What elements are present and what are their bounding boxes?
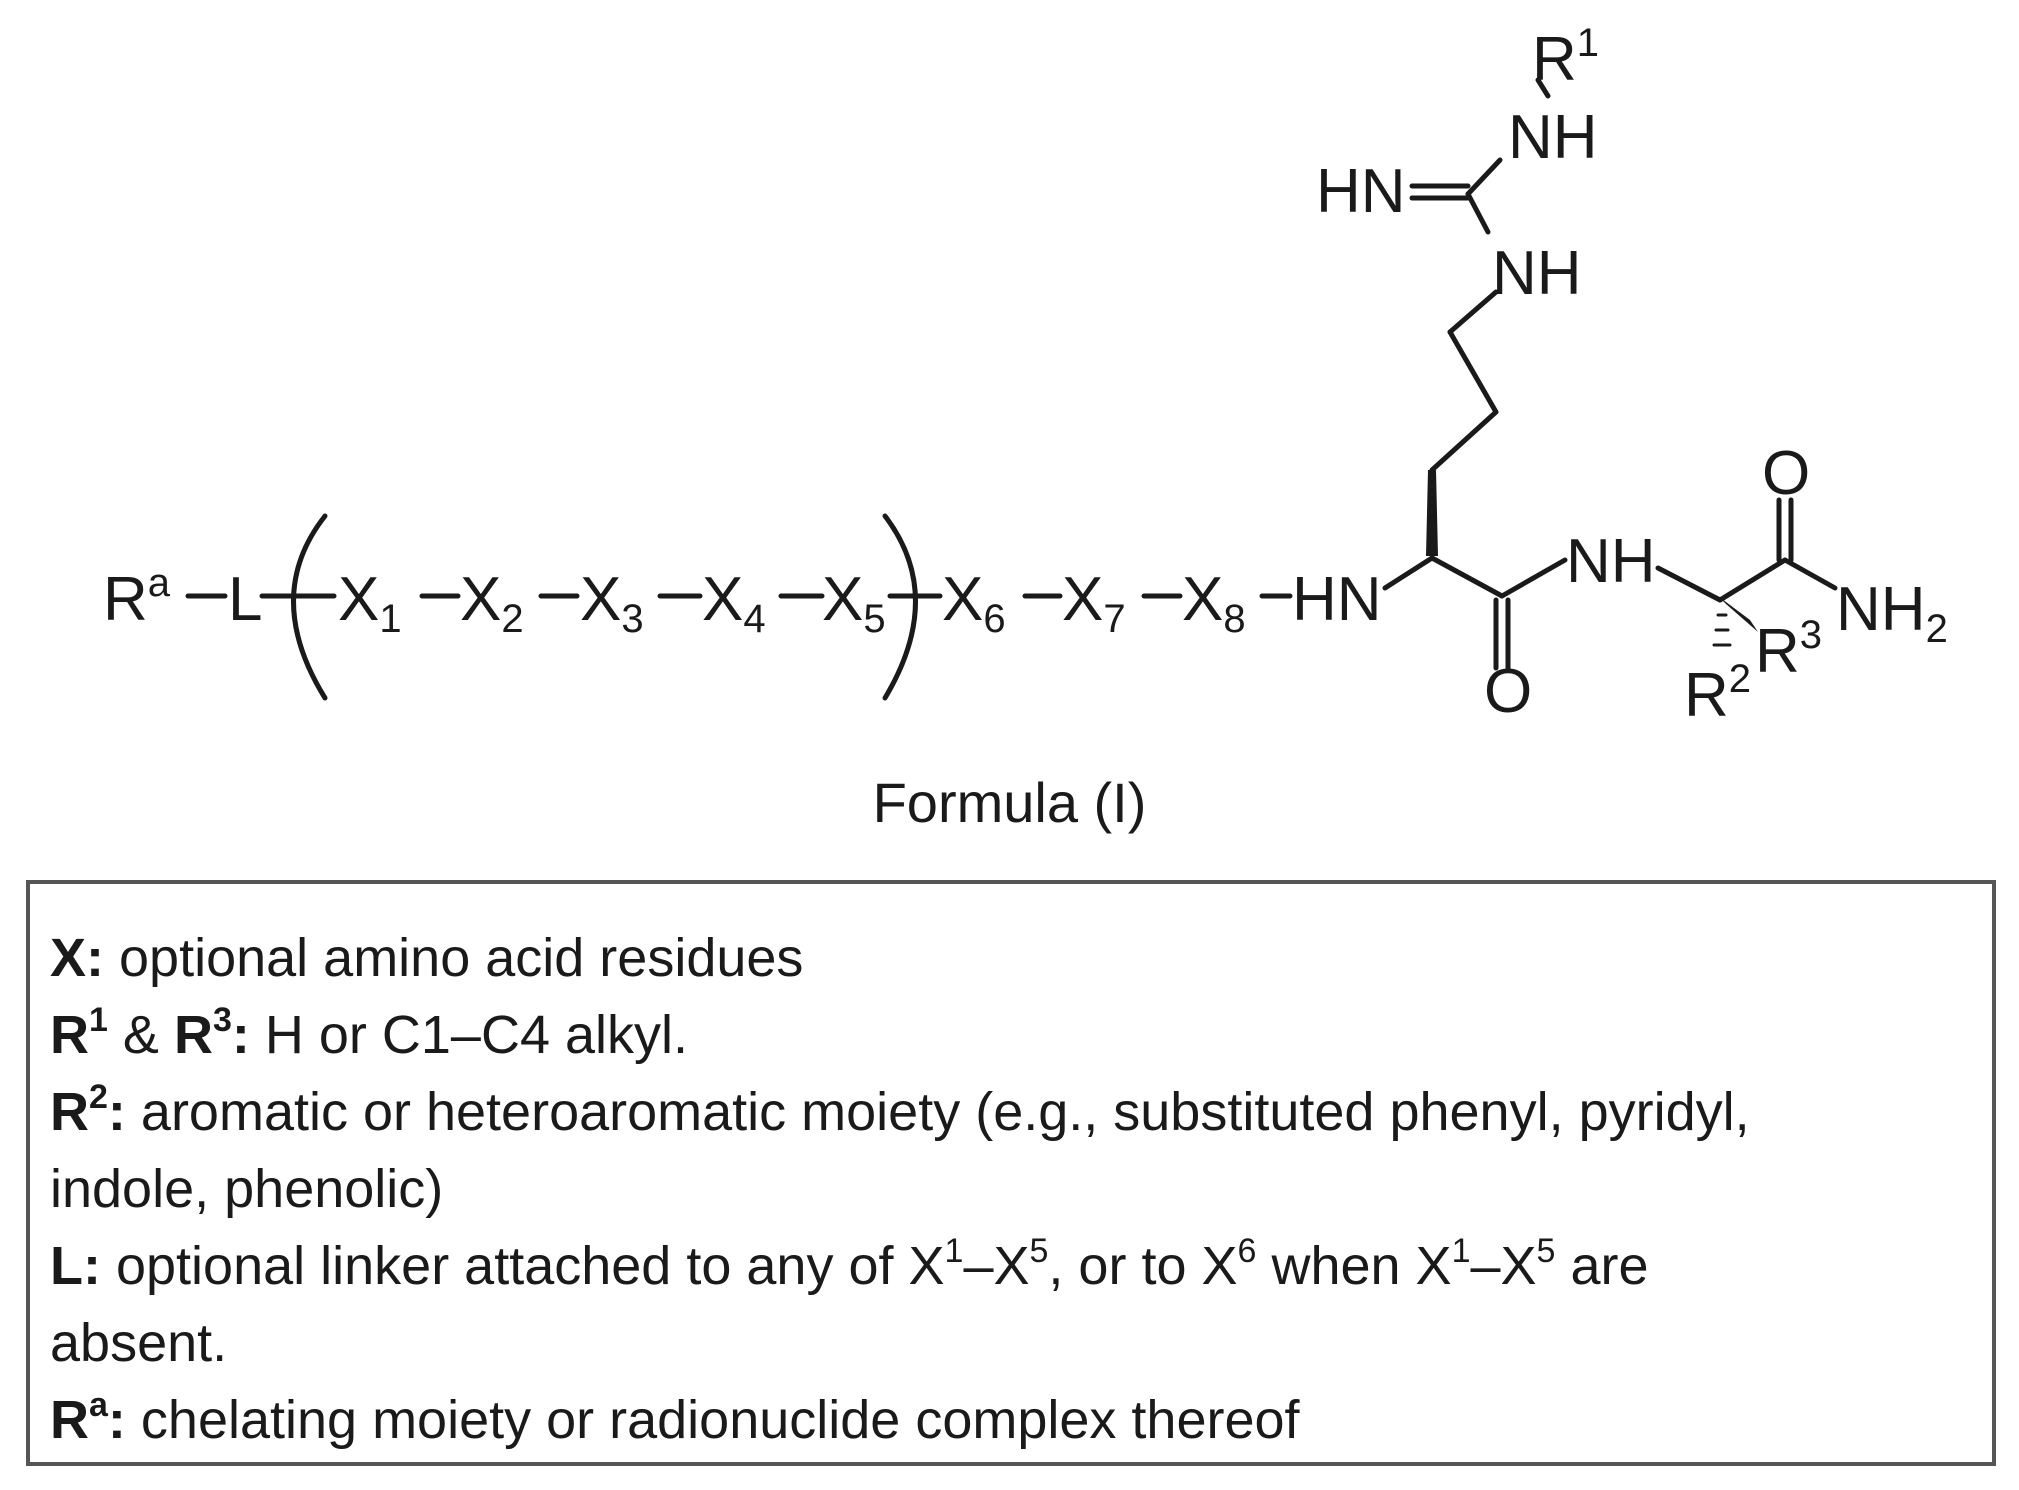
x1-label: X1 xyxy=(338,565,402,641)
o-upper-label: O xyxy=(1762,439,1810,508)
legend-row-r1-r3: R1 & R3: H or C1–C4 alkyl. xyxy=(50,1001,689,1065)
x5-label: X5 xyxy=(822,565,886,641)
x3-label: X3 xyxy=(580,565,644,641)
hn-chain-label: HN xyxy=(1292,565,1382,634)
x7-label: X7 xyxy=(1062,565,1126,641)
right-bracket xyxy=(882,513,918,701)
side-chain-bonds xyxy=(1409,77,1551,473)
wedge-bond-r3 xyxy=(1718,596,1758,632)
nh-amide-label: NH xyxy=(1566,527,1656,596)
hash-bond-r2 xyxy=(1712,613,1732,647)
legend-row-l: L: optional linker attached to any of X1… xyxy=(50,1232,1649,1296)
x6-label: X6 xyxy=(942,565,1006,641)
hn-guanidine-label: HN xyxy=(1316,157,1406,226)
nh2-label: NH2 xyxy=(1836,575,1948,651)
legend-box: X: optional amino acid residues R1 & R3:… xyxy=(26,880,1996,1466)
legend-row-r2-cont: indole, phenolic) xyxy=(50,1159,444,1219)
formula-caption: Formula (I) xyxy=(872,771,1147,834)
wedge-bond-side-chain xyxy=(1426,470,1438,556)
x8-label: X8 xyxy=(1182,565,1246,641)
x2-label: X2 xyxy=(460,565,524,641)
r1-label: R1 xyxy=(1532,21,1599,94)
nh-guanidine-lower-label: NH xyxy=(1492,239,1582,308)
legend-row-r2: R2: aromatic or heteroaromatic moiety (e… xyxy=(50,1078,1750,1142)
legend-row-ra: Ra: chelating moiety or radionuclide com… xyxy=(50,1386,1300,1450)
backbone-bonds xyxy=(1382,497,1838,671)
legend-row-l-cont: absent. xyxy=(50,1313,228,1373)
r2-label: R2 xyxy=(1684,657,1751,730)
left-bracket xyxy=(291,513,328,701)
legend-row-x: X: optional amino acid residues xyxy=(50,928,804,988)
l-label: L xyxy=(228,565,262,634)
nh-guanidine-upper-label: NH xyxy=(1508,103,1598,172)
o-lower-label: O xyxy=(1484,657,1532,726)
chemical-structure: Ra L X1 X2 X3 X4 X5 X6 X7 X8 HN NH O O N… xyxy=(103,21,1948,730)
ra-label: Ra xyxy=(103,561,171,634)
x4-label: X4 xyxy=(702,565,766,641)
r3-label: R3 xyxy=(1755,613,1822,686)
